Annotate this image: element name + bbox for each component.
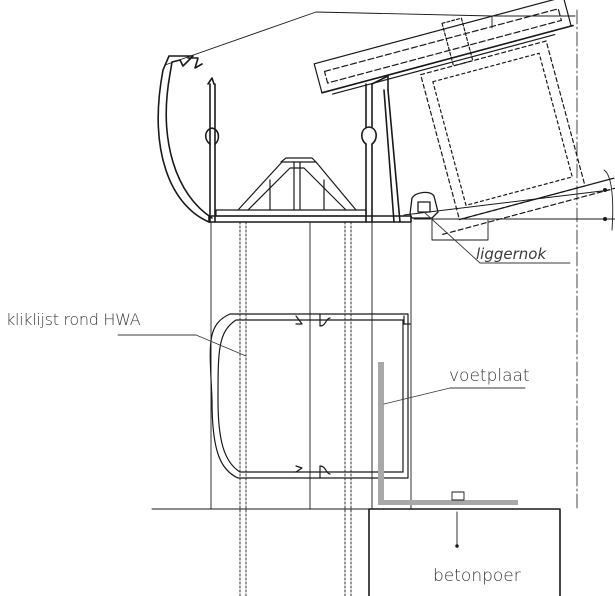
- label-betonpoer: betonpoer: [433, 566, 521, 586]
- concrete-footing: [368, 508, 561, 596]
- gutter-profile: [157, 55, 220, 223]
- roof-beam-assembly: [313, 0, 615, 235]
- leader-lines: [117, 211, 571, 405]
- support-bracket: [215, 157, 367, 217]
- foot-plate-tab: [451, 491, 465, 501]
- right-upright: [361, 75, 401, 223]
- base-plate: [208, 215, 412, 223]
- label-voetplaat: voetplaat: [449, 366, 530, 386]
- foot-plate: [378, 362, 518, 505]
- dimension-marks: [602, 169, 614, 231]
- column-body: [210, 221, 412, 596]
- beam-nose-connector: [403, 189, 615, 241]
- clip-strip-profile: [209, 313, 411, 479]
- anchor-rod: [455, 511, 459, 548]
- label-liggernok: liggernok: [476, 245, 547, 263]
- label-kliklijst: kliklijst rond HWA: [6, 310, 141, 329]
- roof-cover: [164, 11, 576, 66]
